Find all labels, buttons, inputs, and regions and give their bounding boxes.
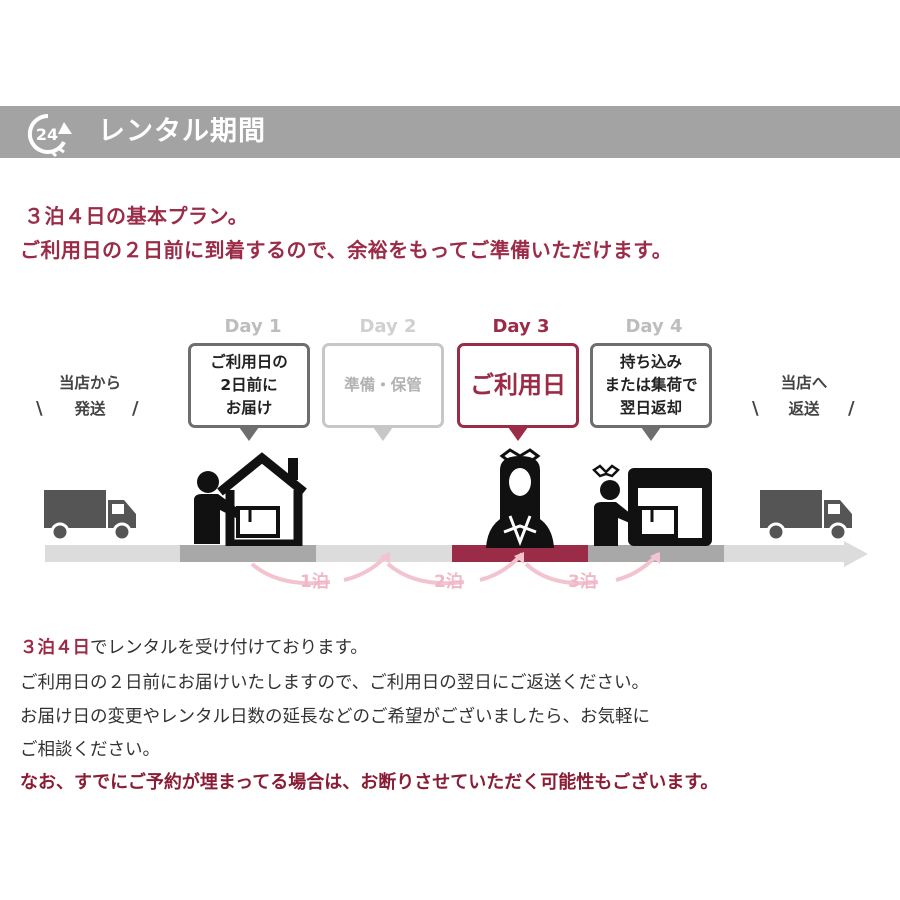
body-highlight: ３泊４日 xyxy=(20,638,90,658)
truck-icon xyxy=(760,484,856,546)
day-3-box-text: ご利用日 xyxy=(470,371,566,399)
body-line-3: お届け日の変更やレンタル日数の延長などのご希望がございましたら、お気軽に xyxy=(20,707,650,727)
timeline-arrow-head xyxy=(844,541,868,567)
box-tail xyxy=(508,427,528,441)
night-1-label: 1泊 xyxy=(300,572,329,592)
night-3-label: 3泊 xyxy=(568,572,597,592)
timeline-segment xyxy=(45,545,180,562)
timeline-segment-day-2 xyxy=(316,545,452,562)
intro-line-1: ３泊４日の基本プラン。 xyxy=(24,204,249,228)
day-1-box: ご利用日の 2日前に お届け xyxy=(188,343,310,428)
bride-icon xyxy=(480,446,560,552)
body-line-1: ３泊４日でレンタルを受け付けております。 xyxy=(20,634,368,659)
day-3-box: ご利用日 xyxy=(457,343,579,428)
body-line-2: ご利用日の２日前にお届けいたしますので、ご利用日の翌日にご返送ください。 xyxy=(20,673,649,693)
day-1-box-text: ご利用日の 2日前に お届け xyxy=(210,353,288,417)
clock-24-icon: 24 xyxy=(14,108,84,164)
day-4-label: Day 4 xyxy=(625,316,683,337)
day-4-box-text: 持ち込み または集荷で 翌日返却 xyxy=(604,353,698,417)
truck-icon xyxy=(44,484,140,546)
page-title: レンタル期間 xyxy=(98,116,266,147)
day-4-box: 持ち込み または集荷で 翌日返却 xyxy=(590,343,712,428)
box-tail xyxy=(239,427,259,441)
day-2-box-text: 準備・保管 xyxy=(344,376,422,394)
timeline-segment xyxy=(724,545,844,562)
body-line-5: なお、すでにご予約が埋まってる場合は、お断りさせていただく可能性もございます。 xyxy=(20,772,719,793)
night-arcs xyxy=(240,548,680,598)
box-tail xyxy=(641,427,661,441)
box-tail xyxy=(373,427,393,441)
slash-mark: / xyxy=(848,398,855,419)
day-1-label: Day 1 xyxy=(224,316,282,337)
section-header: 24 レンタル期間 xyxy=(0,106,900,158)
delivery-house-icon xyxy=(190,452,310,550)
body-line-1-rest: でレンタルを受け付けております。 xyxy=(90,638,368,658)
return-box-icon xyxy=(588,462,716,552)
slash-mark: \ xyxy=(752,398,759,419)
slash-mark: \ xyxy=(36,398,43,419)
day-2-box: 準備・保管 xyxy=(322,343,444,428)
clock-badge: 24 xyxy=(36,125,58,144)
day-2-label: Day 2 xyxy=(359,316,417,337)
intro-line-2: ご利用日の２日前に到着するので、余裕をもってご準備いただけます。 xyxy=(20,238,673,262)
night-2-label: 2泊 xyxy=(434,572,463,592)
timeline-segment-day-1 xyxy=(180,545,316,562)
return-to-store-label: 当店へ 返送 xyxy=(780,374,828,418)
body-line-4: ご相談ください。 xyxy=(20,740,160,760)
ship-from-store-label: 当店から 発送 xyxy=(58,374,121,418)
day-3-label: Day 3 xyxy=(492,316,550,337)
slash-mark: / xyxy=(132,398,139,419)
